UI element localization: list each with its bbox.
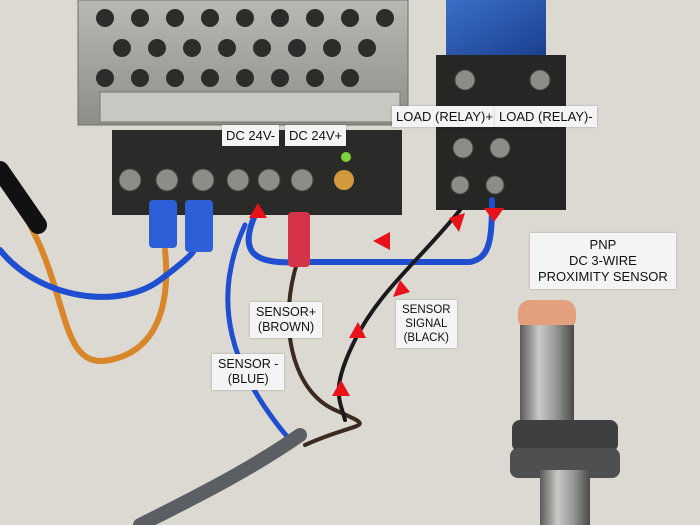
label-load-relay-plus: LOAD (RELAY)+ [392,106,497,127]
label-sensor-signal-line3: (BLACK) [403,332,449,344]
label-sensor-type-line2: DC 3-WIRE [568,253,637,268]
label-sensor-type: PNP DC 3-WIRE PROXIMITY SENSOR [530,233,676,289]
label-sensor-minus-line2: (BLUE) [227,372,269,386]
label-load-relay-plus-text: LOAD (RELAY)+ [396,109,493,124]
label-sensor-plus-line1: SENSOR+ [256,305,317,319]
label-sensor-minus-line1: SENSOR - [218,357,279,371]
label-dc-plus: DC 24V+ [285,125,347,146]
label-dc-plus-text: DC 24V+ [289,128,343,143]
arrow-up-relay-left [449,213,465,232]
proximity-sensor [510,300,620,525]
power-supply [77,0,409,215]
label-sensor-type-line3: PROXIMITY SENSOR [538,269,668,284]
label-sensor-plus-line2: (BROWN) [257,320,315,334]
arrow-up-signal-2 [349,322,366,338]
arrow-up-dc-minus [249,203,267,218]
relay [436,0,566,210]
label-sensor-type-line1: PNP [589,237,617,252]
crimp-connectors [149,200,310,267]
label-load-relay-minus: LOAD (RELAY)- [495,106,597,127]
arrow-left-blue-loop [373,232,390,250]
label-dc-minus-text: DC 24V- [226,128,276,143]
label-load-relay-minus-text: LOAD (RELAY)- [499,109,593,124]
arrow-up-signal-3 [332,380,350,396]
label-dc-minus: DC 24V- [222,125,280,146]
label-sensor-signal: SENSOR SIGNAL (BLACK) [396,300,457,348]
label-sensor-signal-line1: SENSOR [402,304,451,316]
label-sensor-minus: SENSOR - (BLUE) [212,354,285,390]
label-sensor-plus: SENSOR+ (BROWN) [250,302,323,338]
current-flow-arrows [249,138,504,396]
label-sensor-signal-line2: SIGNAL [405,318,448,330]
vent-holes [96,9,394,87]
arrow-up-signal-1 [393,280,410,297]
arrow-down-relay-right [484,208,504,222]
